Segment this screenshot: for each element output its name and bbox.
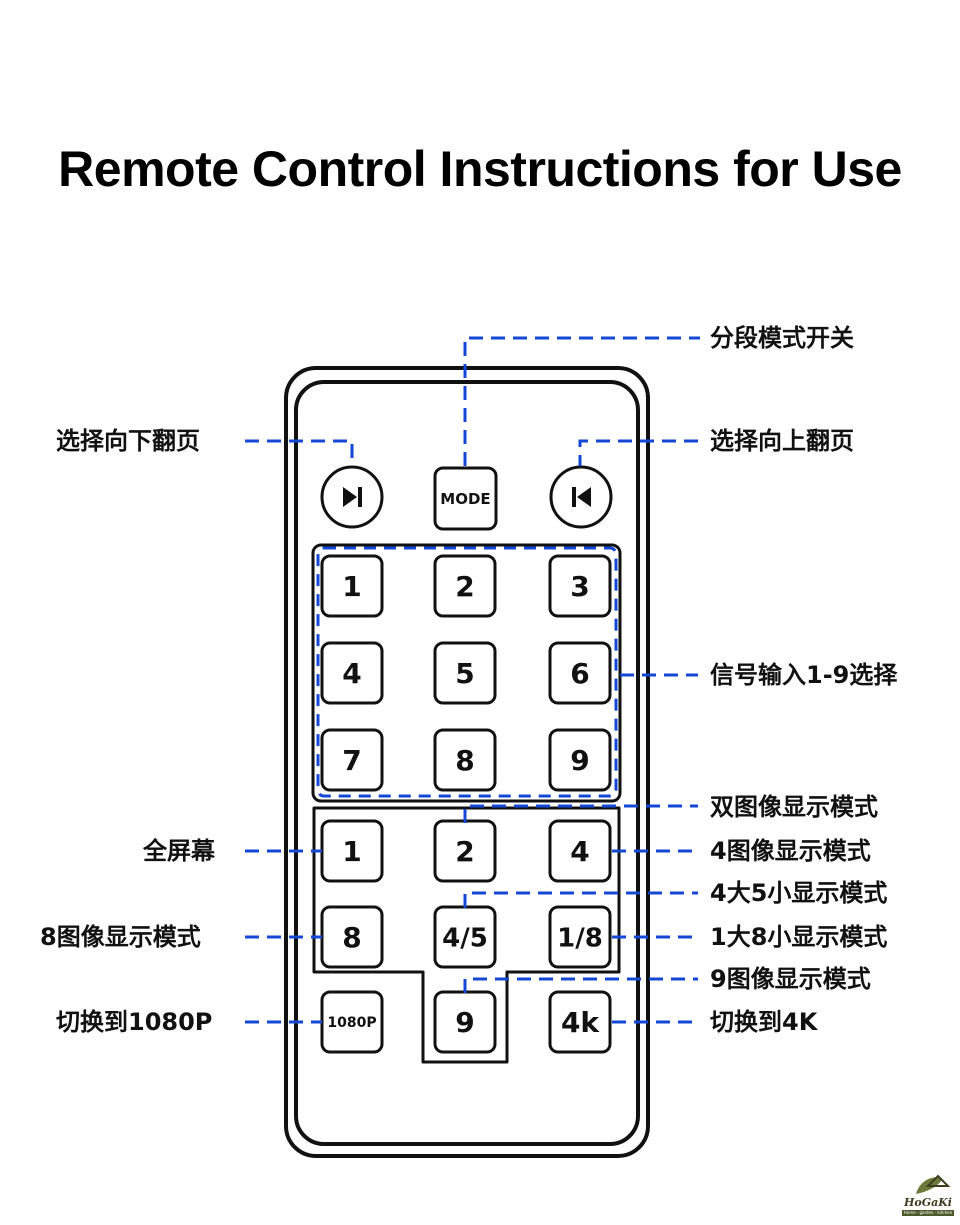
label-signal-input: 信号输入1-9选择 (710, 661, 898, 689)
display-button-1-8[interactable]: 1/8 (548, 905, 612, 969)
logo-tagline: Home · garden · kitchen (902, 1210, 954, 1216)
leader-nine-image (463, 977, 698, 993)
input-button-4[interactable]: 4 (320, 641, 384, 705)
label-segment-mode-switch: 分段模式开关 (710, 324, 854, 352)
leader-dual-image (463, 804, 698, 823)
mode-button[interactable]: MODE (433, 466, 498, 531)
input-button-6-label: 6 (570, 657, 589, 690)
display-button-1[interactable]: 1 (320, 819, 384, 883)
display-button-1-label: 1 (342, 835, 361, 868)
input-button-6[interactable]: 6 (548, 641, 612, 705)
input-button-9-label: 9 (570, 744, 589, 777)
input-button-2[interactable]: 2 (433, 554, 497, 618)
input-button-9[interactable]: 9 (548, 728, 612, 792)
input-button-8[interactable]: 8 (433, 728, 497, 792)
input-group-highlight (316, 546, 618, 798)
bottom-button-9-label: 9 (455, 1006, 474, 1039)
leader-lines (245, 336, 700, 1024)
input-button-2-label: 2 (455, 570, 474, 603)
input-button-3[interactable]: 3 (548, 554, 612, 618)
input-button-7[interactable]: 7 (320, 728, 384, 792)
label-switch-4k: 切换到4K (710, 1008, 818, 1036)
bottom-button-1080p[interactable]: 1080P (320, 990, 384, 1054)
leader-page-down (245, 439, 354, 466)
leader-segment-mode (463, 336, 700, 466)
mode-button-label: MODE (440, 490, 490, 508)
label-full-screen: 全屏幕 (143, 837, 215, 865)
next-page-button[interactable] (320, 465, 384, 529)
label-select-page-down: 选择向下翻页 (56, 427, 200, 455)
input-button-3-label: 3 (570, 570, 589, 603)
input-button-1[interactable]: 1 (320, 554, 384, 618)
leaf-house-icon (916, 1174, 951, 1194)
bottom-button-1080p-label: 1080P (327, 1015, 376, 1031)
display-button-8[interactable]: 8 (320, 905, 384, 969)
label-quad-image: 4图像显示模式 (710, 837, 871, 865)
label-4big5small: 4大5小显示模式 (710, 879, 888, 907)
label-1big8small: 1大8小显示模式 (710, 923, 888, 951)
label-select-page-up: 选择向上翻页 (710, 427, 854, 455)
display-button-4-5[interactable]: 4/5 (433, 905, 497, 969)
skip-back-icon (572, 487, 591, 507)
input-group-outline (311, 543, 622, 803)
bottom-button-4k[interactable]: 4k (548, 990, 612, 1054)
input-button-5[interactable]: 5 (433, 641, 497, 705)
leader-4big5small (463, 891, 698, 908)
play-pause-icon (343, 487, 362, 507)
remote-inner-shell (294, 380, 640, 1146)
label-switch-1080p: 切换到1080P (56, 1008, 213, 1036)
display-button-8-label: 8 (342, 921, 361, 954)
display-button-2-label: 2 (455, 835, 474, 868)
label-nine-image: 9图像显示模式 (710, 965, 871, 993)
label-dual-image: 双图像显示模式 (710, 793, 878, 821)
bottom-button-4k-label: 4k (561, 1006, 600, 1039)
leader-page-up (578, 439, 698, 466)
display-button-4-5-label: 4/5 (442, 923, 488, 953)
display-button-4-label: 4 (570, 835, 589, 868)
input-button-4-label: 4 (342, 657, 361, 690)
remote-outer-shell (284, 366, 650, 1158)
display-button-2[interactable]: 2 (433, 819, 497, 883)
display-group-outline (312, 806, 621, 1064)
display-button-1-8-label: 1/8 (557, 923, 603, 953)
bottom-button-9[interactable]: 9 (433, 990, 497, 1054)
logo-name: HoGaKi (904, 1196, 952, 1209)
brand-logo: HoGaKi Home · garden · kitchen (898, 1168, 958, 1220)
label-eight-image: 8图像显示模式 (40, 923, 201, 951)
input-button-7-label: 7 (342, 744, 361, 777)
page-title: Remote Control Instructions for Use (58, 141, 902, 197)
display-button-4[interactable]: 4 (548, 819, 612, 883)
input-button-5-label: 5 (455, 657, 474, 690)
input-button-8-label: 8 (455, 744, 474, 777)
prev-page-button[interactable] (549, 465, 613, 529)
input-button-1-label: 1 (342, 570, 361, 603)
